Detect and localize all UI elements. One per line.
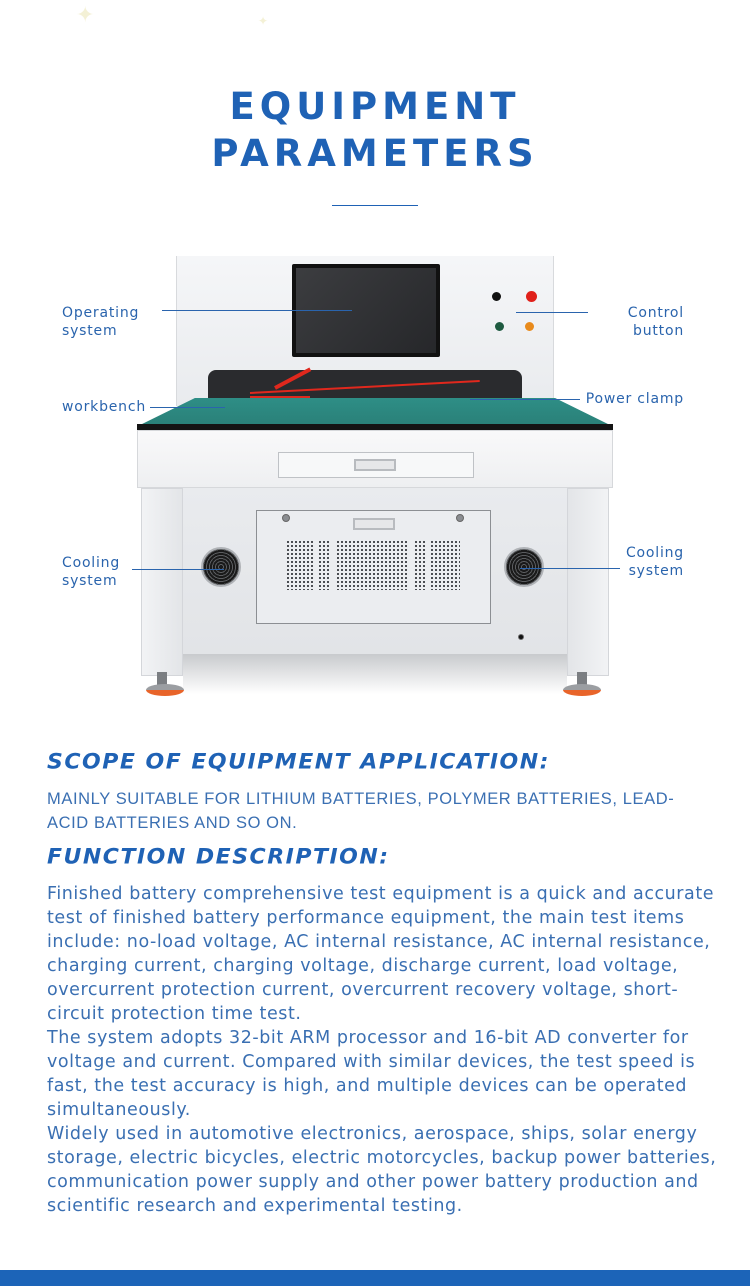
screw-icon [282,514,290,522]
callout-power-clamp: Power clamp [585,391,684,407]
floor-shadow [183,654,567,694]
sparkle-decoration: ✦ [258,14,269,28]
vent-holes [286,540,314,590]
workbench-surface [138,398,612,426]
red-clamp [250,396,310,399]
function-description: Finished battery comprehensive test equi… [47,882,719,1218]
function-heading: FUNCTION DESCRIPTION: [47,845,390,870]
vent-holes [430,540,460,590]
leader-line [470,399,580,400]
sparkle-decoration: ✦ [76,2,95,27]
vent-holes [336,540,408,590]
function-paragraph: Finished battery comprehensive test equi… [47,884,715,1024]
page-title-line1: EQUIPMENT [229,85,521,128]
leveling-foot [563,684,601,696]
orange-button-icon [525,322,534,331]
vent-panel-handle [353,518,395,530]
scope-heading: SCOPE OF EQUIPMENT APPLICATION: [47,750,550,775]
fan-icon [201,547,241,587]
footer-bar [0,1270,750,1286]
callout-workbench: workbench [62,399,147,415]
leader-line [516,312,588,313]
green-button-icon [495,322,504,331]
vent-holes [414,540,426,590]
key-switch-icon [492,292,501,301]
vent-holes [318,540,330,590]
emergency-stop-icon [526,291,537,302]
leader-line [150,407,225,408]
scope-text: MAINLY SUITABLE FOR LITHIUM BATTERIES, P… [47,790,675,832]
page-title-line2: PARAMETERS [211,132,539,175]
leveling-foot [146,684,184,696]
drawer-handle [354,459,396,471]
callout-operating-system: Operating system [62,305,140,339]
equipment-diagram [0,240,750,710]
workbench-edge [137,424,613,430]
port-icon [518,634,524,640]
title-divider [332,205,418,206]
foot-stem [577,672,587,686]
foot-stem [157,672,167,686]
left-leg [141,488,183,676]
right-leg [567,488,609,676]
function-paragraph: The system adopts 32-bit ARM processor a… [47,1028,696,1120]
callout-cooling-right: Cooling system [625,545,684,579]
screw-icon [456,514,464,522]
fan-icon [504,547,544,587]
callout-cooling-left: Cooling system [62,555,121,589]
leader-line [132,569,224,570]
leader-line [520,568,620,569]
callout-control-button: Control button [627,305,684,339]
function-paragraph: Widely used in automotive electronics, a… [47,1124,717,1216]
leader-line [162,310,352,311]
